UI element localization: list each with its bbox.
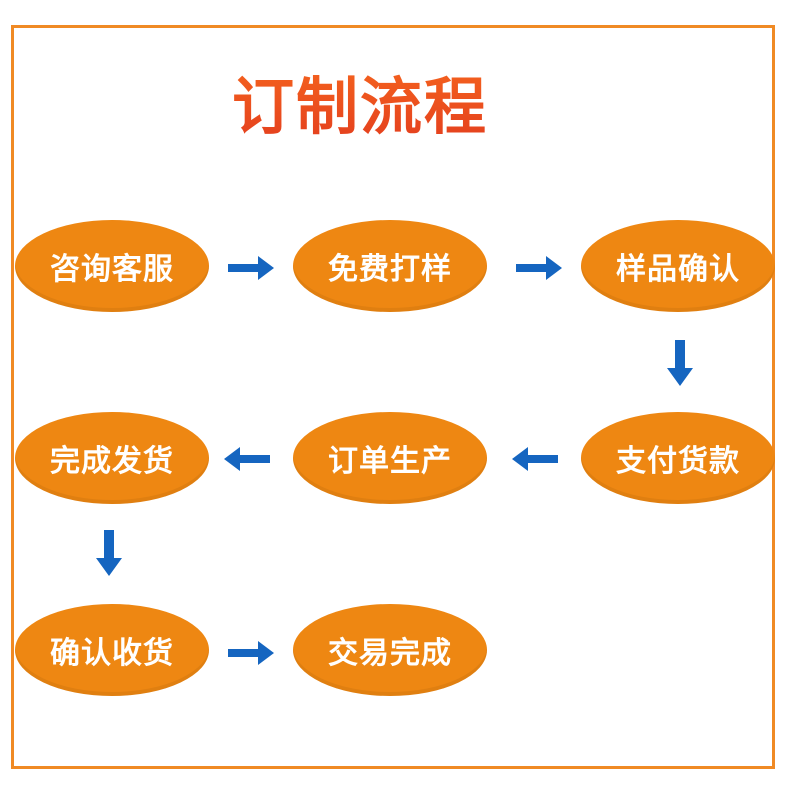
step-confirm-receipt: 确认收货 bbox=[15, 604, 209, 696]
step-free-sample: 免费打样 bbox=[293, 220, 487, 312]
step-order-production: 订单生产 bbox=[293, 412, 487, 504]
diagram-title: 订制流程 bbox=[232, 62, 502, 152]
arrow-right-icon bbox=[516, 256, 562, 280]
arrow-down-icon bbox=[667, 340, 693, 386]
step-transaction-complete: 交易完成 bbox=[293, 604, 487, 696]
arrow-right-icon bbox=[228, 256, 274, 280]
arrow-left-icon bbox=[512, 447, 558, 471]
arrow-down-icon bbox=[96, 530, 122, 576]
step-sample-confirm: 样品确认 bbox=[581, 220, 775, 312]
step-shipping-complete: 完成发货 bbox=[15, 412, 209, 504]
arrow-right-icon bbox=[228, 641, 274, 665]
step-payment: 支付货款 bbox=[581, 412, 775, 504]
diagram-frame bbox=[11, 25, 775, 769]
step-consult-service: 咨询客服 bbox=[15, 220, 209, 312]
arrow-left-icon bbox=[224, 447, 270, 471]
